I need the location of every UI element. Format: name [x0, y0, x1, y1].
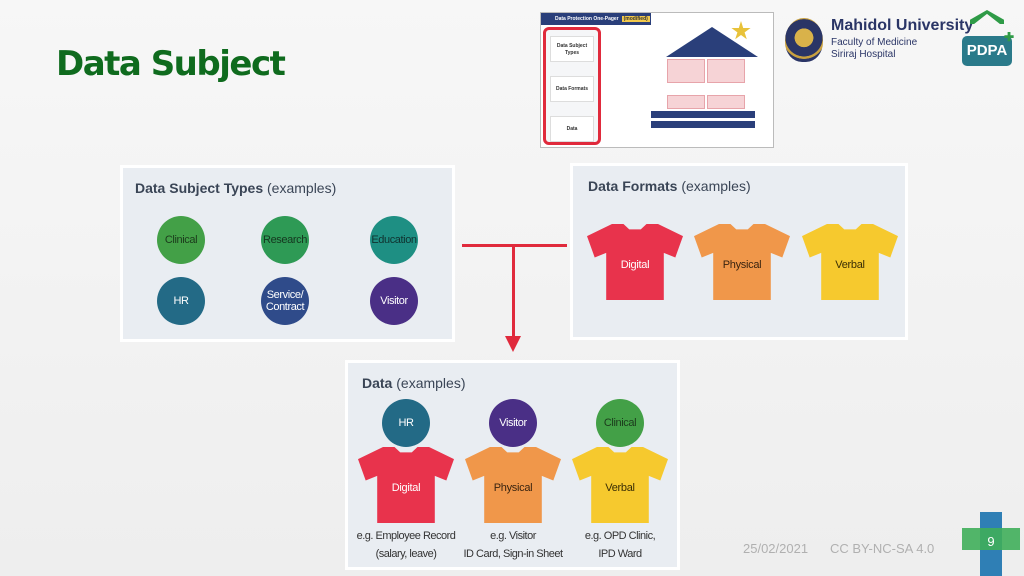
connector-line	[462, 244, 567, 247]
tshirt-icon: Digital	[358, 447, 454, 523]
plus-icon: ✚	[1003, 30, 1014, 44]
connector-line	[512, 246, 515, 338]
example-caption: e.g. OPD Clinic, IPD Ward	[565, 527, 675, 563]
pdpa-badge: PDPA	[962, 36, 1012, 66]
thumbnail-block	[667, 95, 705, 109]
data-subject-circle: HR	[157, 277, 205, 325]
data-subject-circle: Service/ Contract	[261, 277, 309, 325]
caption-line: e.g. Visitor	[490, 530, 536, 542]
tshirt-icon: Verbal	[802, 224, 898, 300]
thumbnail-box: Data	[550, 116, 594, 142]
caption-line: e.g. OPD Clinic,	[584, 530, 656, 542]
thumbnail-block	[667, 59, 705, 83]
thumbnail-highlight: Data Subject Types Data Formats Data	[543, 27, 601, 145]
faculty-name: Faculty of Medicine Siriraj Hospital	[831, 37, 918, 60]
thumbnail-box: Data Formats	[550, 76, 594, 102]
cross-decoration	[962, 528, 1020, 550]
example-caption: e.g. Visitor ID Card, Sign-in Sheet	[458, 527, 568, 563]
caption-line: e.g. Employee Record	[356, 530, 456, 542]
data-subject-circle: Visitor	[489, 399, 537, 447]
data-subject-circle: HR	[382, 399, 430, 447]
data-subject-circle: Clinical	[596, 399, 644, 447]
page-title: Data Subject	[56, 44, 286, 84]
one-pager-thumbnail: Data Protection One-Pager(modified) Data…	[540, 12, 774, 148]
page-number: 9	[987, 534, 995, 549]
panel-title: Data Subject Types (examples)	[135, 180, 337, 196]
caption-line: ID Card, Sign-in Sheet	[463, 548, 563, 560]
caption-line: IPD Ward	[598, 548, 642, 560]
example-caption: e.g. Employee Record (salary, leave)	[351, 527, 461, 563]
data-subject-circle: Clinical	[157, 216, 205, 264]
thumbnail-block	[707, 59, 745, 83]
thumbnail-block	[707, 95, 745, 109]
footer-date: 25/02/2021	[743, 541, 809, 556]
thumbnail-base	[651, 121, 755, 128]
thumbnail-box: Data Subject Types	[550, 36, 594, 62]
caption-line: (salary, leave)	[375, 548, 437, 560]
data-subject-circle: Research	[261, 216, 309, 264]
thumbnail-base	[651, 111, 755, 118]
data-subject-circle: Education	[370, 216, 418, 264]
tshirt-icon: Digital	[587, 224, 683, 300]
university-seal-logo	[785, 18, 823, 62]
footer-license: CC BY-NC-SA 4.0	[830, 541, 935, 556]
tshirt-icon: Verbal	[572, 447, 668, 523]
data-subject-types-panel: Data Subject Types (examples) Clinical Re…	[120, 165, 455, 342]
house-icon	[970, 10, 1004, 24]
pdpa-logo: PDPA ✚	[962, 10, 1014, 68]
panel-title: Data Formats (examples)	[588, 178, 751, 194]
tshirt-icon: Physical	[694, 224, 790, 300]
university-name: Mahidol University	[831, 17, 974, 34]
panel-title: Data (examples)	[362, 375, 466, 391]
arrow-down-icon	[505, 336, 521, 352]
thumbnail-header: Data Protection One-Pager(modified)	[541, 13, 651, 25]
data-subject-circle: Visitor	[370, 277, 418, 325]
tshirt-icon: Physical	[465, 447, 561, 523]
